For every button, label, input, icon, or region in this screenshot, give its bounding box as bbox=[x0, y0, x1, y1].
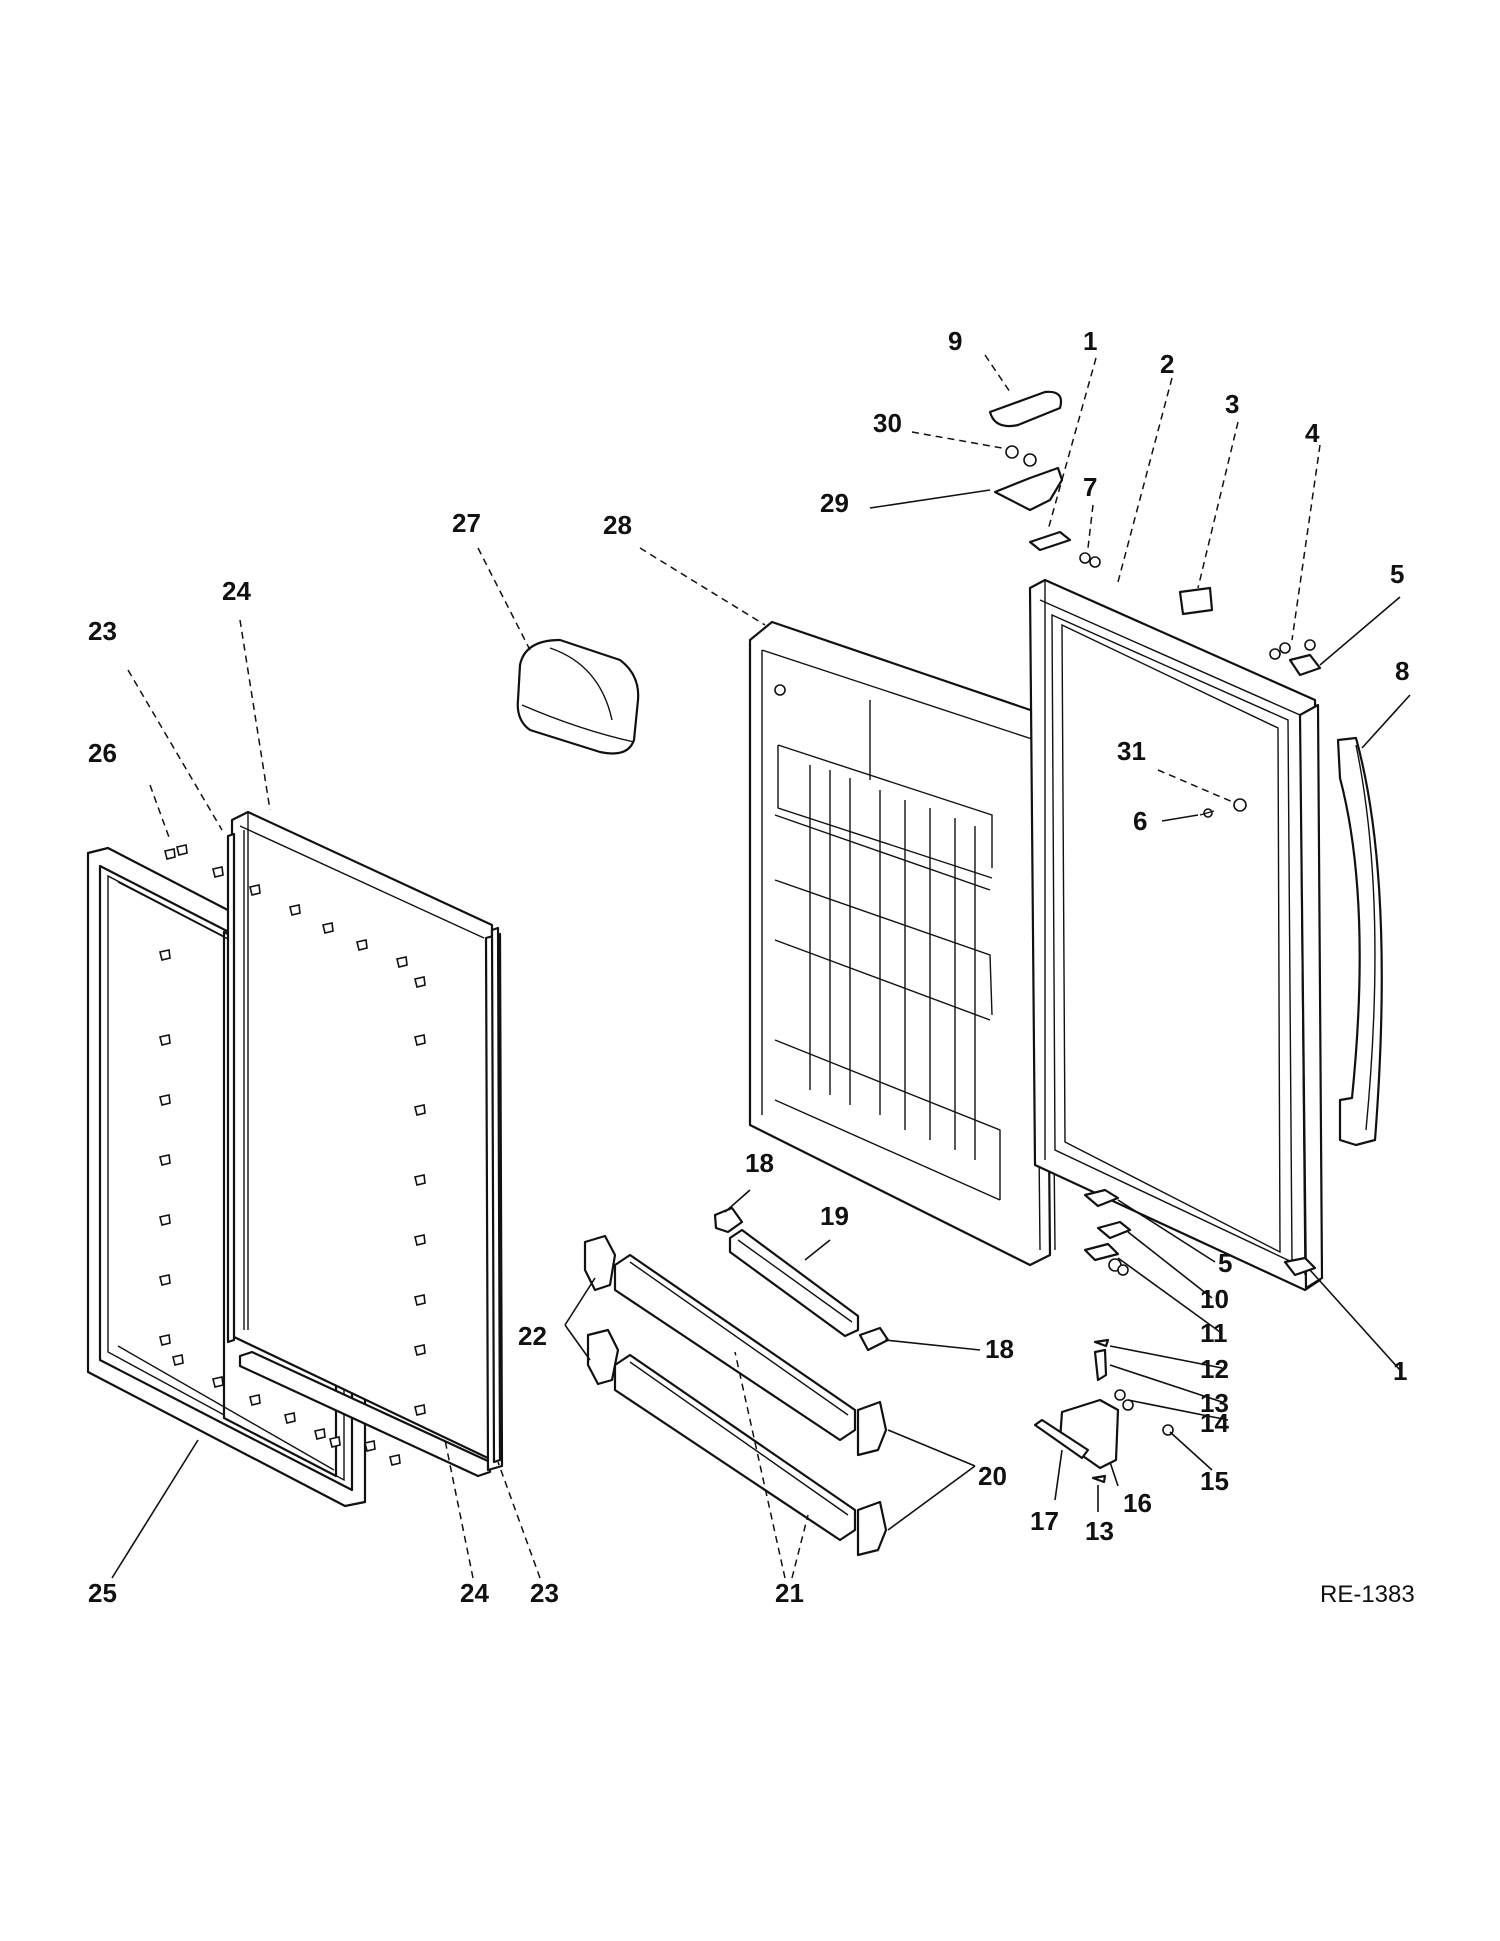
callout-24-bottom: 24 bbox=[460, 1578, 489, 1608]
callout-30: 30 bbox=[873, 408, 902, 438]
screw-icon bbox=[249, 884, 261, 896]
callout-10: 10 bbox=[1200, 1284, 1229, 1314]
callout-18-lower: 18 bbox=[985, 1334, 1014, 1364]
callout-13-upper: 13 bbox=[1200, 1388, 1229, 1418]
screw-icon bbox=[164, 848, 176, 860]
callout-25: 25 bbox=[88, 1578, 117, 1608]
callout-9: 9 bbox=[948, 326, 962, 356]
screw-icon bbox=[414, 1104, 426, 1116]
callout-24-top: 24 bbox=[222, 576, 251, 606]
callout-12: 12 bbox=[1200, 1354, 1229, 1384]
screw-icon bbox=[159, 1214, 171, 1226]
callout-labels: 9 1 2 3 4 30 29 7 27 28 5 8 24 23 26 31 … bbox=[88, 326, 1415, 1608]
callout-21: 21 bbox=[775, 1578, 804, 1608]
handle bbox=[1336, 736, 1383, 1147]
callout-2: 2 bbox=[1160, 349, 1174, 379]
callout-19: 19 bbox=[820, 1201, 849, 1231]
screw-icon bbox=[159, 1154, 171, 1166]
screw-icon bbox=[389, 1454, 401, 1466]
callout-22: 22 bbox=[518, 1321, 547, 1351]
screw-icon bbox=[364, 1440, 376, 1452]
callout-5-top: 5 bbox=[1390, 559, 1404, 589]
bushing-screw bbox=[1199, 798, 1247, 818]
screw-icon bbox=[159, 1094, 171, 1106]
screw-icon bbox=[172, 1354, 184, 1366]
callout-31: 31 bbox=[1117, 736, 1146, 766]
callout-6: 6 bbox=[1133, 806, 1147, 836]
door-panel bbox=[230, 810, 504, 1478]
insulation-block bbox=[516, 638, 640, 755]
callout-7: 7 bbox=[1083, 472, 1097, 502]
bottom-rails bbox=[583, 1206, 890, 1557]
trim-strips bbox=[226, 832, 502, 1464]
screw-icon bbox=[414, 1034, 426, 1046]
callout-15: 15 bbox=[1200, 1466, 1229, 1496]
screw-icon bbox=[159, 1034, 171, 1046]
callout-18-upper: 18 bbox=[745, 1148, 774, 1178]
callout-20: 20 bbox=[978, 1461, 1007, 1491]
screw-icon bbox=[414, 1234, 426, 1246]
screw-icon bbox=[212, 1376, 224, 1388]
screw-icon bbox=[356, 939, 368, 951]
screw-icon bbox=[414, 1344, 426, 1356]
screw-icon bbox=[159, 949, 171, 961]
leader-lines bbox=[111, 354, 1411, 1579]
callout-13-lower: 13 bbox=[1085, 1516, 1114, 1546]
callout-8: 8 bbox=[1395, 656, 1409, 686]
outer-door bbox=[1028, 578, 1324, 1292]
callout-11: 11 bbox=[1200, 1318, 1228, 1348]
screw-icon bbox=[289, 904, 301, 916]
screw-icon bbox=[159, 1274, 171, 1286]
screw-icon bbox=[396, 956, 408, 968]
callout-14: 14 bbox=[1200, 1408, 1229, 1438]
screw-icon bbox=[414, 976, 426, 988]
top-hinge-parts bbox=[988, 390, 1322, 677]
screw-icon bbox=[176, 844, 188, 856]
screw-icon bbox=[322, 922, 334, 934]
callout-4: 4 bbox=[1305, 418, 1320, 448]
drawing-reference: RE-1383 bbox=[1320, 1581, 1415, 1608]
screw-icon bbox=[249, 1394, 261, 1406]
callout-3: 3 bbox=[1225, 389, 1239, 419]
callout-5-bottom: 5 bbox=[1218, 1248, 1232, 1278]
callout-17: 17 bbox=[1030, 1506, 1059, 1536]
screw-icon bbox=[159, 1334, 171, 1346]
screw-icon bbox=[329, 1436, 341, 1448]
callout-26: 26 bbox=[88, 738, 117, 768]
callout-29: 29 bbox=[820, 488, 849, 518]
callout-28: 28 bbox=[603, 510, 632, 540]
screw-icon bbox=[212, 866, 224, 878]
screw-icon bbox=[414, 1294, 426, 1306]
bottom-hinge-parts bbox=[1033, 1188, 1317, 1484]
callout-1-bottom: 1 bbox=[1393, 1356, 1407, 1386]
screws bbox=[159, 844, 426, 1466]
callout-23-top: 23 bbox=[88, 616, 117, 646]
callout-27: 27 bbox=[452, 508, 481, 538]
callout-1-top: 1 bbox=[1083, 326, 1097, 356]
screw-icon bbox=[414, 1174, 426, 1186]
inner-door-liner bbox=[748, 620, 1056, 1267]
callout-16: 16 bbox=[1123, 1488, 1152, 1518]
callout-23-bottom: 23 bbox=[530, 1578, 559, 1608]
screw-icon bbox=[314, 1428, 326, 1440]
screw-icon bbox=[284, 1412, 296, 1424]
screw-icon bbox=[414, 1404, 426, 1416]
